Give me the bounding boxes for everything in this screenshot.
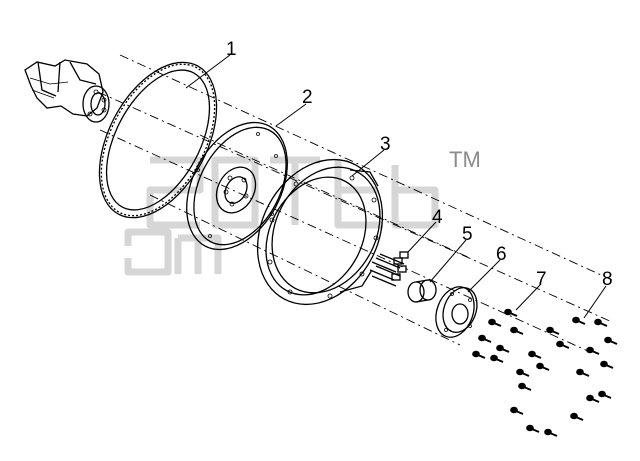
fastener <box>490 354 504 363</box>
fastener <box>570 412 584 421</box>
flywheel-plate <box>186 121 288 251</box>
callout-4: 4 <box>432 207 443 228</box>
callout-6: 6 <box>496 244 507 265</box>
fastener <box>546 326 560 335</box>
housing-bolt-set <box>369 251 409 287</box>
leader-lines <box>185 54 607 319</box>
callout-1: 1 <box>226 39 237 60</box>
fastener <box>572 316 586 325</box>
fastener <box>600 360 614 369</box>
fastener <box>598 390 612 399</box>
fastener <box>604 336 618 345</box>
fastener <box>472 350 486 359</box>
fastener <box>488 318 502 327</box>
fastener <box>586 394 600 403</box>
trademark-mark: TM <box>449 147 481 172</box>
callout-3: 3 <box>380 134 391 155</box>
fastener <box>510 406 524 415</box>
fastener <box>586 346 600 355</box>
fastener <box>516 368 530 377</box>
fastener <box>536 362 550 371</box>
flywheel-housing <box>256 158 384 306</box>
fastener <box>518 382 532 391</box>
callout-labels: 1 2 3 4 5 6 7 8 <box>226 39 613 290</box>
assembly-axis-lines <box>97 54 613 353</box>
fastener <box>496 344 510 353</box>
fastener <box>510 326 524 335</box>
watermark-logo <box>124 156 439 276</box>
crankshaft <box>24 59 110 123</box>
fastener <box>478 334 492 343</box>
fastener <box>544 428 558 437</box>
fastener-set <box>472 308 618 437</box>
fastener <box>556 340 570 349</box>
fastener <box>528 350 542 359</box>
callout-7: 7 <box>536 269 547 290</box>
fastener <box>526 424 540 433</box>
callout-8: 8 <box>602 269 613 290</box>
fastener <box>576 368 590 377</box>
callout-5: 5 <box>462 224 473 245</box>
callout-2: 2 <box>302 87 313 108</box>
pilot-bushing <box>407 279 437 303</box>
fastener <box>594 318 608 327</box>
cover-plate <box>435 286 478 338</box>
fastener <box>504 308 518 317</box>
